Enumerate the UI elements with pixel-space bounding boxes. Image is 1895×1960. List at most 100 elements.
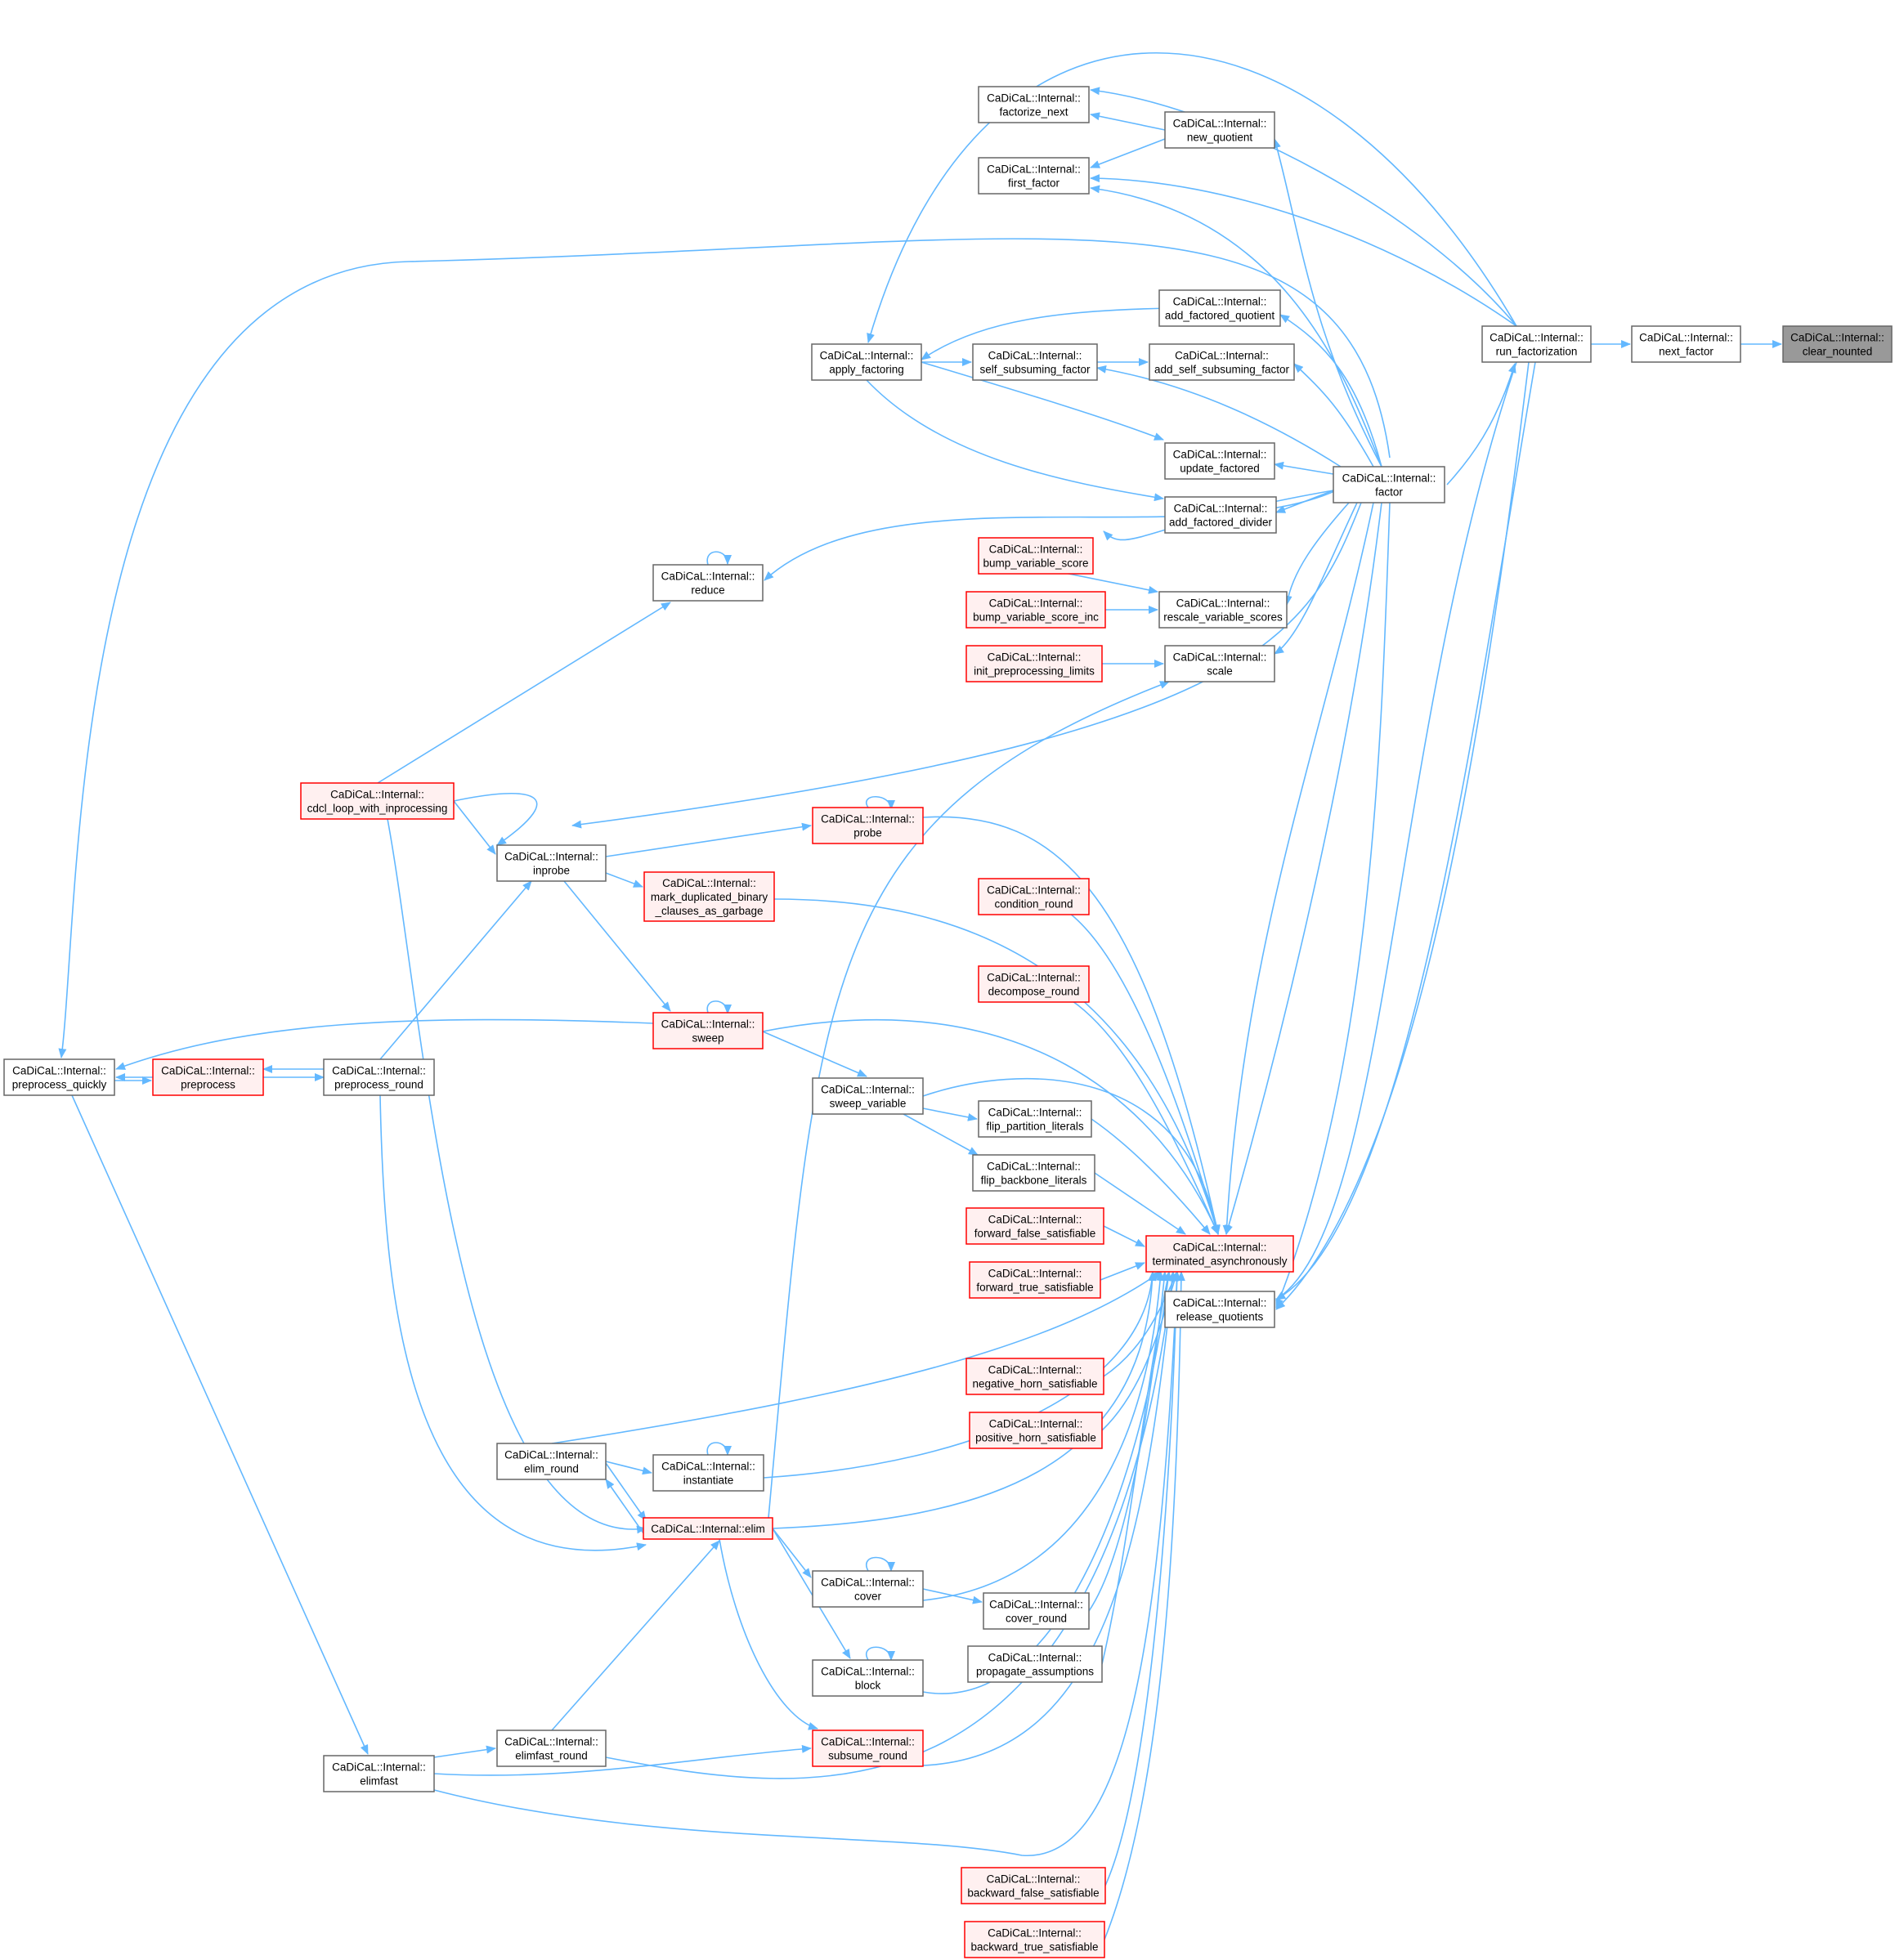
node-reduce[interactable]: CaDiCaL::Internal::reduce xyxy=(652,564,764,602)
call-edge xyxy=(605,1461,652,1475)
node-cdcl-loop-with-inprocessing[interactable]: CaDiCaL::Internal::cdcl_loop_with_inproc… xyxy=(300,782,455,820)
call-edge xyxy=(772,1271,1157,1529)
node-label: subsume_round xyxy=(828,1750,907,1762)
node-self-subsuming-factor[interactable]: CaDiCaL::Internal::self_subsuming_factor xyxy=(972,343,1098,381)
call-edges xyxy=(58,51,1782,1940)
node-label: CaDiCaL::Internal:: xyxy=(1174,503,1268,515)
node-box xyxy=(496,1730,607,1767)
node-label: CaDiCaL::Internal:: xyxy=(821,1666,915,1678)
node-inprobe[interactable]: CaDiCaL::Internal::inprobe xyxy=(496,844,607,882)
node-label: CaDiCaL::Internal:: xyxy=(1490,332,1584,344)
node-label: CaDiCaL::Internal:: xyxy=(1173,449,1267,461)
node-add-factored-divider[interactable]: CaDiCaL::Internal::add_factored_divider xyxy=(1164,496,1277,534)
node-preprocess[interactable]: CaDiCaL::Internal::preprocess xyxy=(152,1058,264,1096)
node-box xyxy=(972,1154,1095,1192)
call-edge xyxy=(433,1745,496,1758)
node-label: next_factor xyxy=(1659,346,1714,358)
node-label: factor xyxy=(1375,486,1403,499)
node-label: CaDiCaL::Internal:: xyxy=(989,597,1083,610)
node-block[interactable]: CaDiCaL::Internal::block xyxy=(812,1659,924,1697)
node-next-factor[interactable]: CaDiCaL::Internal::next_factor xyxy=(1631,325,1741,363)
node-condition-round[interactable]: CaDiCaL::Internal::condition_round xyxy=(978,878,1090,915)
node-box xyxy=(496,844,607,882)
node-elimfast-round[interactable]: CaDiCaL::Internal::elimfast_round xyxy=(496,1730,607,1767)
node-update-factored[interactable]: CaDiCaL::Internal::update_factored xyxy=(1164,442,1275,480)
node-add-self-subsuming-factor[interactable]: CaDiCaL::Internal::add_self_subsuming_fa… xyxy=(1149,343,1295,381)
node-add-factored-quotient[interactable]: CaDiCaL::Internal::add_factored_quotient xyxy=(1158,289,1281,327)
node-box xyxy=(978,965,1090,1003)
node-decompose-round[interactable]: CaDiCaL::Internal::decompose_round xyxy=(978,965,1090,1003)
node-box xyxy=(961,1867,1106,1904)
node-mark-duplicated[interactable]: CaDiCaL::Internal::mark_duplicated_binar… xyxy=(643,871,775,922)
node-cover[interactable]: CaDiCaL::Internal::cover xyxy=(812,1570,924,1608)
node-init-preprocessing-limits[interactable]: CaDiCaL::Internal::init_preprocessing_li… xyxy=(965,645,1103,682)
node-preprocess-round[interactable]: CaDiCaL::Internal::preprocess_round xyxy=(323,1058,435,1096)
node-probe[interactable]: CaDiCaL::Internal::probe xyxy=(812,807,924,844)
node-box xyxy=(812,1730,924,1767)
call-edge xyxy=(772,1528,851,1659)
node-label: CaDiCaL::Internal:: xyxy=(12,1065,106,1077)
node-rescale-variable-scores[interactable]: CaDiCaL::Internal::rescale_variable_scor… xyxy=(1158,591,1288,629)
node-forward-false-satisfiable[interactable]: CaDiCaL::Internal::forward_false_satisfi… xyxy=(965,1207,1104,1245)
node-label: self_subsuming_factor xyxy=(979,364,1091,376)
node-box xyxy=(323,1755,435,1792)
node-box xyxy=(965,1207,1104,1245)
node-factor[interactable]: CaDiCaL::Internal::factor xyxy=(1333,466,1445,503)
call-edge xyxy=(453,792,538,846)
node-clear-nounted[interactable]: CaDiCaL::Internal::clear_nounted xyxy=(1782,325,1893,363)
node-apply-factoring[interactable]: CaDiCaL::Internal::apply_factoring xyxy=(811,343,922,381)
node-factorize-next[interactable]: CaDiCaL::Internal::factorize_next xyxy=(978,86,1090,123)
node-label: reduce xyxy=(691,584,724,597)
node-label: backward_true_satisfiable xyxy=(970,1941,1098,1953)
node-propagate-assumptions[interactable]: CaDiCaL::Internal::propagate_assumptions xyxy=(967,1645,1103,1683)
node-backward-true-satisfiable[interactable]: CaDiCaL::Internal::backward_true_satisfi… xyxy=(964,1921,1105,1958)
node-bump-variable-score-inc[interactable]: CaDiCaL::Internal::bump_variable_score_i… xyxy=(965,591,1106,629)
node-label: sweep_variable xyxy=(830,1098,907,1110)
node-label: CaDiCaL::Internal:: xyxy=(821,1736,915,1748)
node-label: CaDiCaL::Internal:: xyxy=(820,350,914,362)
node-sweep[interactable]: CaDiCaL::Internal::sweep xyxy=(652,1012,764,1049)
node-label: CaDiCaL::Internal:: xyxy=(661,571,755,583)
call-edge xyxy=(1222,502,1374,1235)
node-forward-true-satisfiable[interactable]: CaDiCaL::Internal::forward_true_satisfia… xyxy=(969,1261,1101,1299)
node-sweep-variable[interactable]: CaDiCaL::Internal::sweep_variable xyxy=(812,1077,924,1115)
node-box xyxy=(978,537,1094,575)
node-cover-round[interactable]: CaDiCaL::Internal::cover_round xyxy=(983,1592,1090,1630)
node-label: CaDiCaL::Internal:: xyxy=(987,163,1081,176)
call-edge xyxy=(762,1018,1219,1235)
call-edge xyxy=(1283,502,1350,606)
node-elim-round[interactable]: CaDiCaL::Internal::elim_round xyxy=(496,1443,607,1480)
node-bump-variable-score[interactable]: CaDiCaL::Internal::bump_variable_score xyxy=(978,537,1094,575)
node-first-factor[interactable]: CaDiCaL::Internal::first_factor xyxy=(978,157,1090,195)
call-edge xyxy=(1225,502,1382,1235)
node-flip-partition-literals[interactable]: CaDiCaL::Internal::flip_partition_litera… xyxy=(978,1100,1092,1138)
node-negative-horn-satisfiable[interactable]: CaDiCaL::Internal::negative_horn_satisfi… xyxy=(965,1358,1104,1395)
node-release-quotients[interactable]: CaDiCaL::Internal::release_quotients xyxy=(1164,1291,1275,1328)
node-new-quotient[interactable]: CaDiCaL::Internal::new_quotient xyxy=(1164,111,1275,149)
node-label: CaDiCaL::Internal:: xyxy=(987,1873,1081,1886)
node-scale[interactable]: CaDiCaL::Internal::scale xyxy=(1164,645,1275,682)
node-instantiate[interactable]: CaDiCaL::Internal::instantiate xyxy=(652,1454,764,1492)
node-box xyxy=(969,1412,1103,1449)
node-label: rescale_variable_scores xyxy=(1163,611,1283,624)
node-label: cover_round xyxy=(1006,1613,1067,1625)
node-label: elimfast_round xyxy=(515,1750,588,1762)
call-edge xyxy=(387,818,647,1534)
node-subsume-round[interactable]: CaDiCaL::Internal::subsume_round xyxy=(812,1730,924,1767)
node-run-factorization[interactable]: CaDiCaL::Internal::run_factorization xyxy=(1481,325,1592,363)
node-elim[interactable]: CaDiCaL::Internal::elim xyxy=(643,1517,773,1540)
node-elimfast[interactable]: CaDiCaL::Internal::elimfast xyxy=(323,1755,435,1792)
node-preprocess-quickly[interactable]: CaDiCaL::Internal::preprocess_quickly xyxy=(3,1058,115,1096)
node-positive-horn-satisfiable[interactable]: CaDiCaL::Internal::positive_horn_satisfi… xyxy=(969,1412,1103,1449)
node-label: CaDiCaL::Internal:: xyxy=(662,877,756,889)
node-box xyxy=(300,782,455,820)
node-flip-backbone-literals[interactable]: CaDiCaL::Internal::flip_backbone_literal… xyxy=(972,1154,1095,1192)
call-edge xyxy=(768,681,1170,1519)
node-label: CaDiCaL::Internal:: xyxy=(988,1107,1082,1119)
node-terminated-asynchronously[interactable]: CaDiCaL::Internal::terminated_asynchrono… xyxy=(1145,1235,1294,1273)
node-box xyxy=(1631,325,1741,363)
call-edge xyxy=(772,1528,812,1578)
call-edge xyxy=(922,1108,978,1121)
node-backward-false-satisfiable[interactable]: CaDiCaL::Internal::backward_false_satisf… xyxy=(961,1867,1106,1904)
call-edge xyxy=(762,1031,867,1077)
